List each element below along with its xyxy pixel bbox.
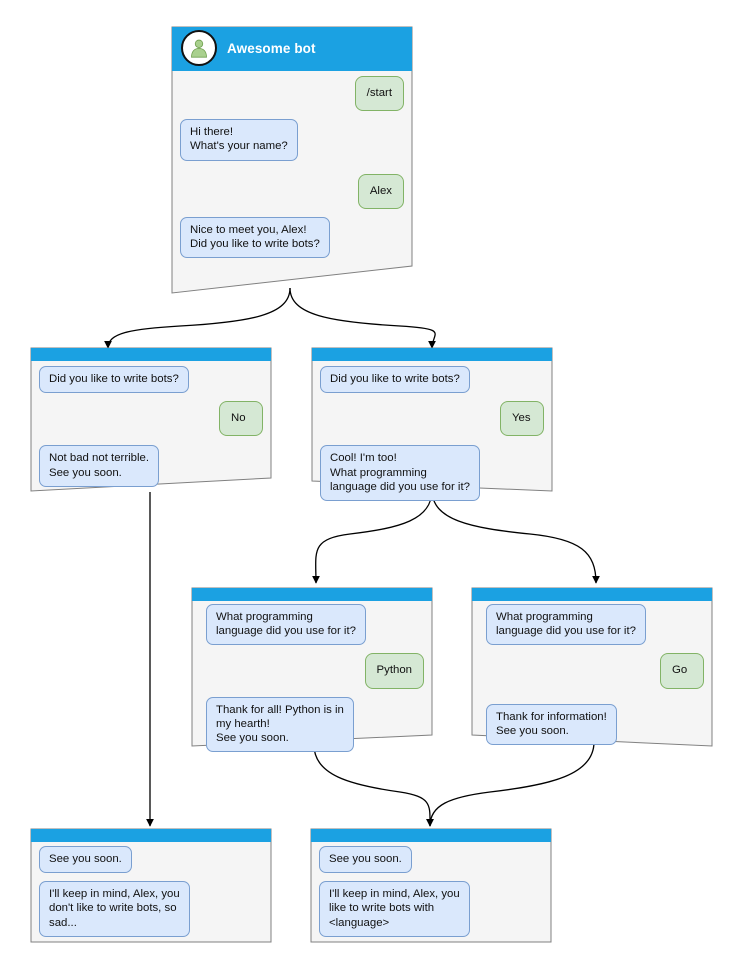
bot-bubble: Thank for information! See you soon.	[486, 703, 617, 746]
node-go-branch-chat: What programming language did you use fo…	[472, 601, 712, 761]
node-no-branch[interactable]: Did you like to write bots? No Not bad n…	[30, 347, 272, 492]
node-root-chat: /start Hi there! What's your name? Alex …	[172, 69, 412, 274]
user-bubble[interactable]: Alex	[357, 173, 404, 209]
node-no-branch-header	[31, 348, 271, 361]
bot-bubble: Thank for all! Python is in my hearth! S…	[206, 696, 354, 753]
node-go-branch-header	[472, 588, 712, 601]
message-row: Did you like to write bots?	[320, 366, 544, 394]
user-bubble[interactable]: Go	[660, 653, 704, 689]
user-bubble[interactable]: Python	[364, 653, 424, 689]
message-row: See you soon.	[39, 846, 263, 874]
node-end-happy-header	[311, 829, 551, 842]
message-row: Cool! I'm too! What programming language…	[320, 445, 544, 502]
message-row: Hi there! What's your name?	[180, 119, 404, 161]
edge-root-to-no	[104, 287, 291, 349]
message-row: Nice to meet you, Alex! Did you like to …	[180, 216, 404, 259]
message-row: What programming language did you use fo…	[206, 604, 424, 646]
node-end-happy-chat: See you soon. I'll keep in mind, Alex, y…	[311, 842, 551, 953]
message-row: No	[39, 401, 263, 437]
message-row: Yes	[320, 401, 544, 437]
node-python-branch[interactable]: What programming language did you use fo…	[191, 587, 433, 753]
bot-bubble: I'll keep in mind, Alex, you don't like …	[39, 881, 190, 937]
message-row: Alex	[180, 173, 404, 209]
bot-bubble: Did you like to write bots?	[39, 366, 189, 394]
bot-bubble: See you soon.	[39, 846, 132, 874]
message-row: I'll keep in mind, Alex, you don't like …	[39, 881, 263, 937]
message-row: What programming language did you use fo…	[486, 604, 704, 646]
bot-bubble: Hi there! What's your name?	[180, 119, 298, 161]
bot-bubble: Cool! I'm too! What programming language…	[320, 445, 480, 502]
edge-root-to-yes	[289, 287, 436, 349]
node-yes-branch[interactable]: Did you like to write bots? Yes Cool! I'…	[311, 347, 553, 502]
message-row: Thank for information! See you soon.	[486, 703, 704, 746]
bot-bubble: What programming language did you use fo…	[206, 604, 366, 646]
node-end-sad[interactable]: See you soon. I'll keep in mind, Alex, y…	[30, 828, 272, 943]
node-end-sad-header	[31, 829, 271, 842]
node-end-sad-chat: See you soon. I'll keep in mind, Alex, y…	[31, 842, 271, 953]
node-go-branch[interactable]: What programming language did you use fo…	[471, 587, 713, 747]
node-yes-branch-header	[312, 348, 552, 361]
message-row: /start	[180, 76, 404, 112]
message-row: I'll keep in mind, Alex, you like to wri…	[319, 881, 543, 937]
node-no-branch-chat: Did you like to write bots? No Not bad n…	[31, 361, 271, 503]
node-yes-branch-chat: Did you like to write bots? Yes Cool! I'…	[312, 361, 552, 517]
node-root-header: Awesome bot	[172, 27, 412, 69]
person-avatar-icon	[181, 30, 217, 66]
message-row: Thank for all! Python is in my hearth! S…	[206, 696, 424, 753]
user-bubble[interactable]: Yes	[500, 401, 544, 437]
message-row: Python	[206, 653, 424, 689]
bot-name-label: Awesome bot	[227, 40, 316, 56]
bot-bubble: Not bad not terrible. See you soon.	[39, 445, 160, 487]
node-python-branch-header	[192, 588, 432, 601]
bot-bubble: See you soon.	[319, 846, 412, 874]
node-python-branch-chat: What programming language did you use fo…	[192, 601, 432, 768]
node-root[interactable]: Awesome bot /start Hi there! What's your…	[171, 26, 413, 294]
bot-bubble: I'll keep in mind, Alex, you like to wri…	[319, 881, 470, 937]
message-row: Go	[486, 653, 704, 689]
message-row: Did you like to write bots?	[39, 366, 263, 394]
user-bubble[interactable]: /start	[354, 76, 404, 112]
message-row: See you soon.	[319, 846, 543, 874]
bot-bubble: Did you like to write bots?	[320, 366, 470, 394]
bot-bubble: What programming language did you use fo…	[486, 604, 646, 646]
message-row: Not bad not terrible. See you soon.	[39, 445, 263, 487]
bot-bubble: Nice to meet you, Alex! Did you like to …	[180, 216, 330, 259]
user-bubble[interactable]: No	[219, 401, 263, 437]
node-end-happy[interactable]: See you soon. I'll keep in mind, Alex, y…	[310, 828, 552, 943]
